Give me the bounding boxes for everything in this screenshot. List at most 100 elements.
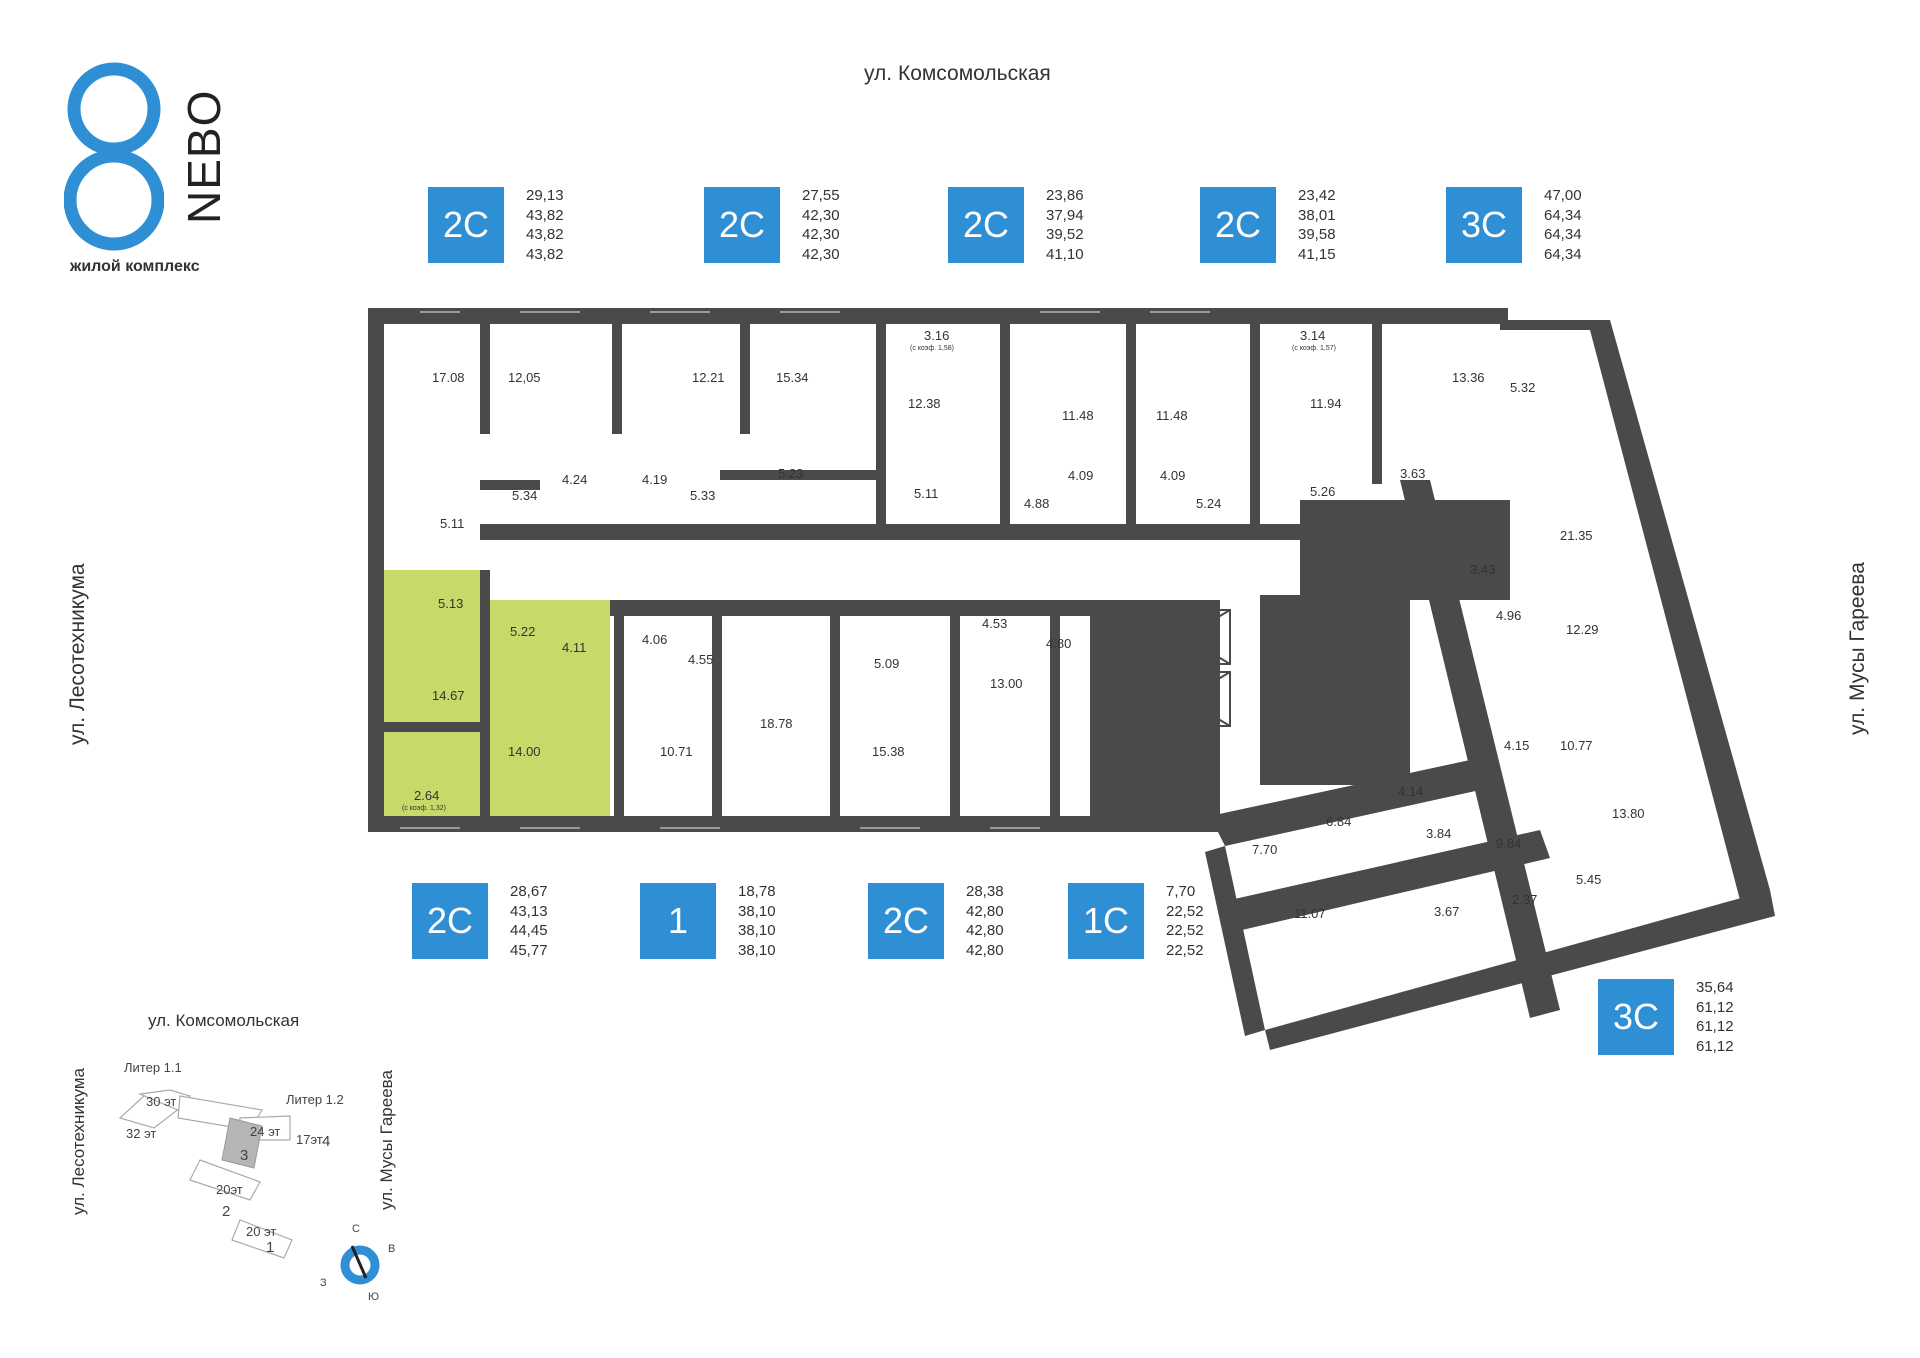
svg-text:5.32: 5.32 bbox=[1510, 380, 1535, 395]
svg-text:9.84: 9.84 bbox=[1496, 836, 1521, 851]
apartment-summary[interactable]: 2С 23,86 37,94 39,52 41,10 bbox=[948, 186, 1084, 264]
logo-wordmark: NEBO bbox=[178, 90, 230, 224]
apartment-summary[interactable]: 1С 7,70 22,52 22,52 22,52 bbox=[1068, 882, 1204, 960]
stairs bbox=[1100, 741, 1200, 783]
apartment-summary[interactable]: 2С 29,13 43,82 43,82 43,82 bbox=[428, 186, 564, 264]
svg-text:24 эт: 24 эт bbox=[250, 1124, 280, 1139]
svg-text:4.55: 4.55 bbox=[688, 652, 713, 667]
svg-text:4.53: 4.53 bbox=[982, 616, 1007, 631]
svg-text:3: 3 bbox=[240, 1147, 248, 1164]
apartment-summary[interactable]: 3С 35,64 61,12 61,12 61,12 bbox=[1598, 978, 1734, 1056]
svg-text:5.11: 5.11 bbox=[440, 516, 464, 531]
compass-icon bbox=[340, 1245, 380, 1285]
svg-text:5.23: 5.23 bbox=[778, 466, 803, 481]
floor-plan: 17.08 12,05 12.21 15.34 3.16 (с коэф. 1,… bbox=[368, 308, 1775, 1050]
svg-text:12.38: 12.38 bbox=[908, 396, 941, 411]
apartment-areas: 35,64 61,12 61,12 61,12 bbox=[1696, 979, 1734, 1055]
apartment-type-badge: 2С bbox=[948, 187, 1024, 263]
svg-text:13.00: 13.00 bbox=[990, 676, 1023, 691]
apartment-summary[interactable]: 2С 23,42 38,01 39,58 41,15 bbox=[1200, 186, 1336, 264]
apartment-summary[interactable]: 2С 27,55 42,30 42,30 42,30 bbox=[704, 186, 840, 264]
svg-text:4.96: 4.96 bbox=[1496, 608, 1521, 623]
svg-text:11.07: 11.07 bbox=[1294, 906, 1326, 921]
svg-text:5.22: 5.22 bbox=[510, 624, 535, 639]
svg-text:ул. Лесотехникума: ул. Лесотехникума bbox=[69, 1067, 88, 1215]
svg-text:20эт: 20эт bbox=[216, 1182, 243, 1197]
svg-text:13.80: 13.80 bbox=[1612, 806, 1645, 821]
svg-text:4.09: 4.09 bbox=[1068, 468, 1093, 483]
svg-text:4.09: 4.09 bbox=[1160, 468, 1185, 483]
apartment-areas: 23,42 38,01 39,58 41,15 bbox=[1298, 187, 1336, 263]
svg-text:4.19: 4.19 bbox=[642, 472, 667, 487]
apartment-type-badge: 2С bbox=[1200, 187, 1276, 263]
svg-text:5.13: 5.13 bbox=[438, 596, 463, 611]
svg-text:(с коэф. 1,58): (с коэф. 1,58) bbox=[910, 345, 954, 352]
svg-text:14.67: 14.67 bbox=[432, 688, 465, 703]
apartment-summary[interactable]: 1 18,78 38,10 38,10 38,10 bbox=[640, 882, 776, 960]
svg-text:11.94: 11.94 bbox=[1310, 396, 1342, 411]
svg-text:11.48: 11.48 bbox=[1156, 408, 1188, 423]
apartment-areas: 18,78 38,10 38,10 38,10 bbox=[738, 883, 776, 959]
svg-text:14.00: 14.00 bbox=[508, 744, 541, 759]
svg-text:Литер 1.2: Литер 1.2 bbox=[286, 1092, 344, 1107]
street-top-label: ул. Комсомольская bbox=[864, 62, 1051, 85]
tagline: жилой комплекс bbox=[70, 258, 200, 275]
svg-text:17.08: 17.08 bbox=[432, 370, 465, 385]
svg-text:7.70: 7.70 bbox=[1252, 842, 1277, 857]
svg-text:4.80: 4.80 bbox=[1046, 636, 1071, 651]
site-mini-map: ул. Комсомольская ул. Лесотехникума ул. … bbox=[69, 1011, 396, 1303]
svg-text:10.77: 10.77 bbox=[1560, 738, 1593, 753]
svg-text:15.34: 15.34 bbox=[776, 370, 809, 385]
svg-text:С: С bbox=[352, 1223, 360, 1235]
svg-text:4: 4 bbox=[322, 1133, 330, 1150]
svg-text:5.45: 5.45 bbox=[1576, 872, 1601, 887]
apartment-type-badge: 2С bbox=[704, 187, 780, 263]
apartment-areas: 29,13 43,82 43,82 43,82 bbox=[526, 187, 564, 263]
apartment-summary[interactable]: 2С 28,67 43,13 44,45 45,77 bbox=[412, 882, 548, 960]
street-left-label: ул. Лесотехникума bbox=[66, 563, 89, 745]
apartment-areas: 27,55 42,30 42,30 42,30 bbox=[802, 187, 840, 263]
apartment-areas: 7,70 22,52 22,52 22,52 bbox=[1166, 883, 1204, 959]
apartment-type-badge: 1С bbox=[1068, 883, 1144, 959]
svg-text:5.33: 5.33 bbox=[690, 488, 715, 503]
highlighted-apartment[interactable] bbox=[384, 570, 610, 816]
svg-text:(с коэф. 1,32): (с коэф. 1,32) bbox=[402, 805, 446, 812]
apartment-type-badge: 3С bbox=[1598, 979, 1674, 1055]
svg-text:4.11: 4.11 bbox=[562, 640, 586, 655]
svg-text:ул. Комсомольская: ул. Комсомольская bbox=[148, 1011, 299, 1030]
svg-text:Ю: Ю bbox=[368, 1291, 379, 1303]
svg-text:12,05: 12,05 bbox=[508, 370, 541, 385]
svg-text:21.35: 21.35 bbox=[1560, 528, 1593, 543]
apartment-type-badge: 2С bbox=[428, 187, 504, 263]
apartment-type-badge: 2С bbox=[868, 883, 944, 959]
svg-text:30 эт: 30 эт bbox=[146, 1094, 176, 1109]
svg-text:2: 2 bbox=[222, 1203, 230, 1220]
svg-text:10.71: 10.71 bbox=[660, 744, 693, 759]
apartment-summary[interactable]: 2С 28,38 42,80 42,80 42,80 bbox=[868, 882, 1004, 960]
svg-text:2.37: 2.37 bbox=[1512, 892, 1537, 907]
street-right-label: ул. Мусы Гареева bbox=[1846, 562, 1869, 735]
svg-text:17эт: 17эт bbox=[296, 1132, 323, 1147]
svg-text:3.63: 3.63 bbox=[1400, 466, 1425, 481]
plan-walls bbox=[368, 308, 1775, 1050]
svg-text:2.64: 2.64 bbox=[414, 788, 439, 803]
svg-text:11.48: 11.48 bbox=[1062, 408, 1094, 423]
svg-text:15.38: 15.38 bbox=[872, 744, 905, 759]
apartment-type-badge: 2С bbox=[412, 883, 488, 959]
svg-text:12.21: 12.21 bbox=[692, 370, 725, 385]
svg-text:4.15: 4.15 bbox=[1504, 738, 1529, 753]
apartment-type-badge: 1 bbox=[640, 883, 716, 959]
svg-text:ул. Мусы Гареева: ул. Мусы Гареева bbox=[377, 1069, 396, 1210]
apartment-areas: 28,38 42,80 42,80 42,80 bbox=[966, 883, 1004, 959]
svg-text:32 эт: 32 эт bbox=[126, 1126, 156, 1141]
elevator-shafts bbox=[1139, 609, 1395, 727]
svg-text:3.43: 3.43 bbox=[1470, 562, 1495, 577]
svg-text:5.11: 5.11 bbox=[914, 486, 938, 501]
svg-text:З: З bbox=[320, 1277, 327, 1289]
svg-text:6.84: 6.84 bbox=[1326, 814, 1351, 829]
svg-text:5.09: 5.09 bbox=[874, 656, 899, 671]
svg-text:В: В bbox=[388, 1243, 395, 1255]
svg-text:5.34: 5.34 bbox=[512, 488, 537, 503]
svg-text:18.78: 18.78 bbox=[760, 716, 793, 731]
apartment-summary[interactable]: 3С 47,00 64,34 64,34 64,34 bbox=[1446, 186, 1582, 264]
